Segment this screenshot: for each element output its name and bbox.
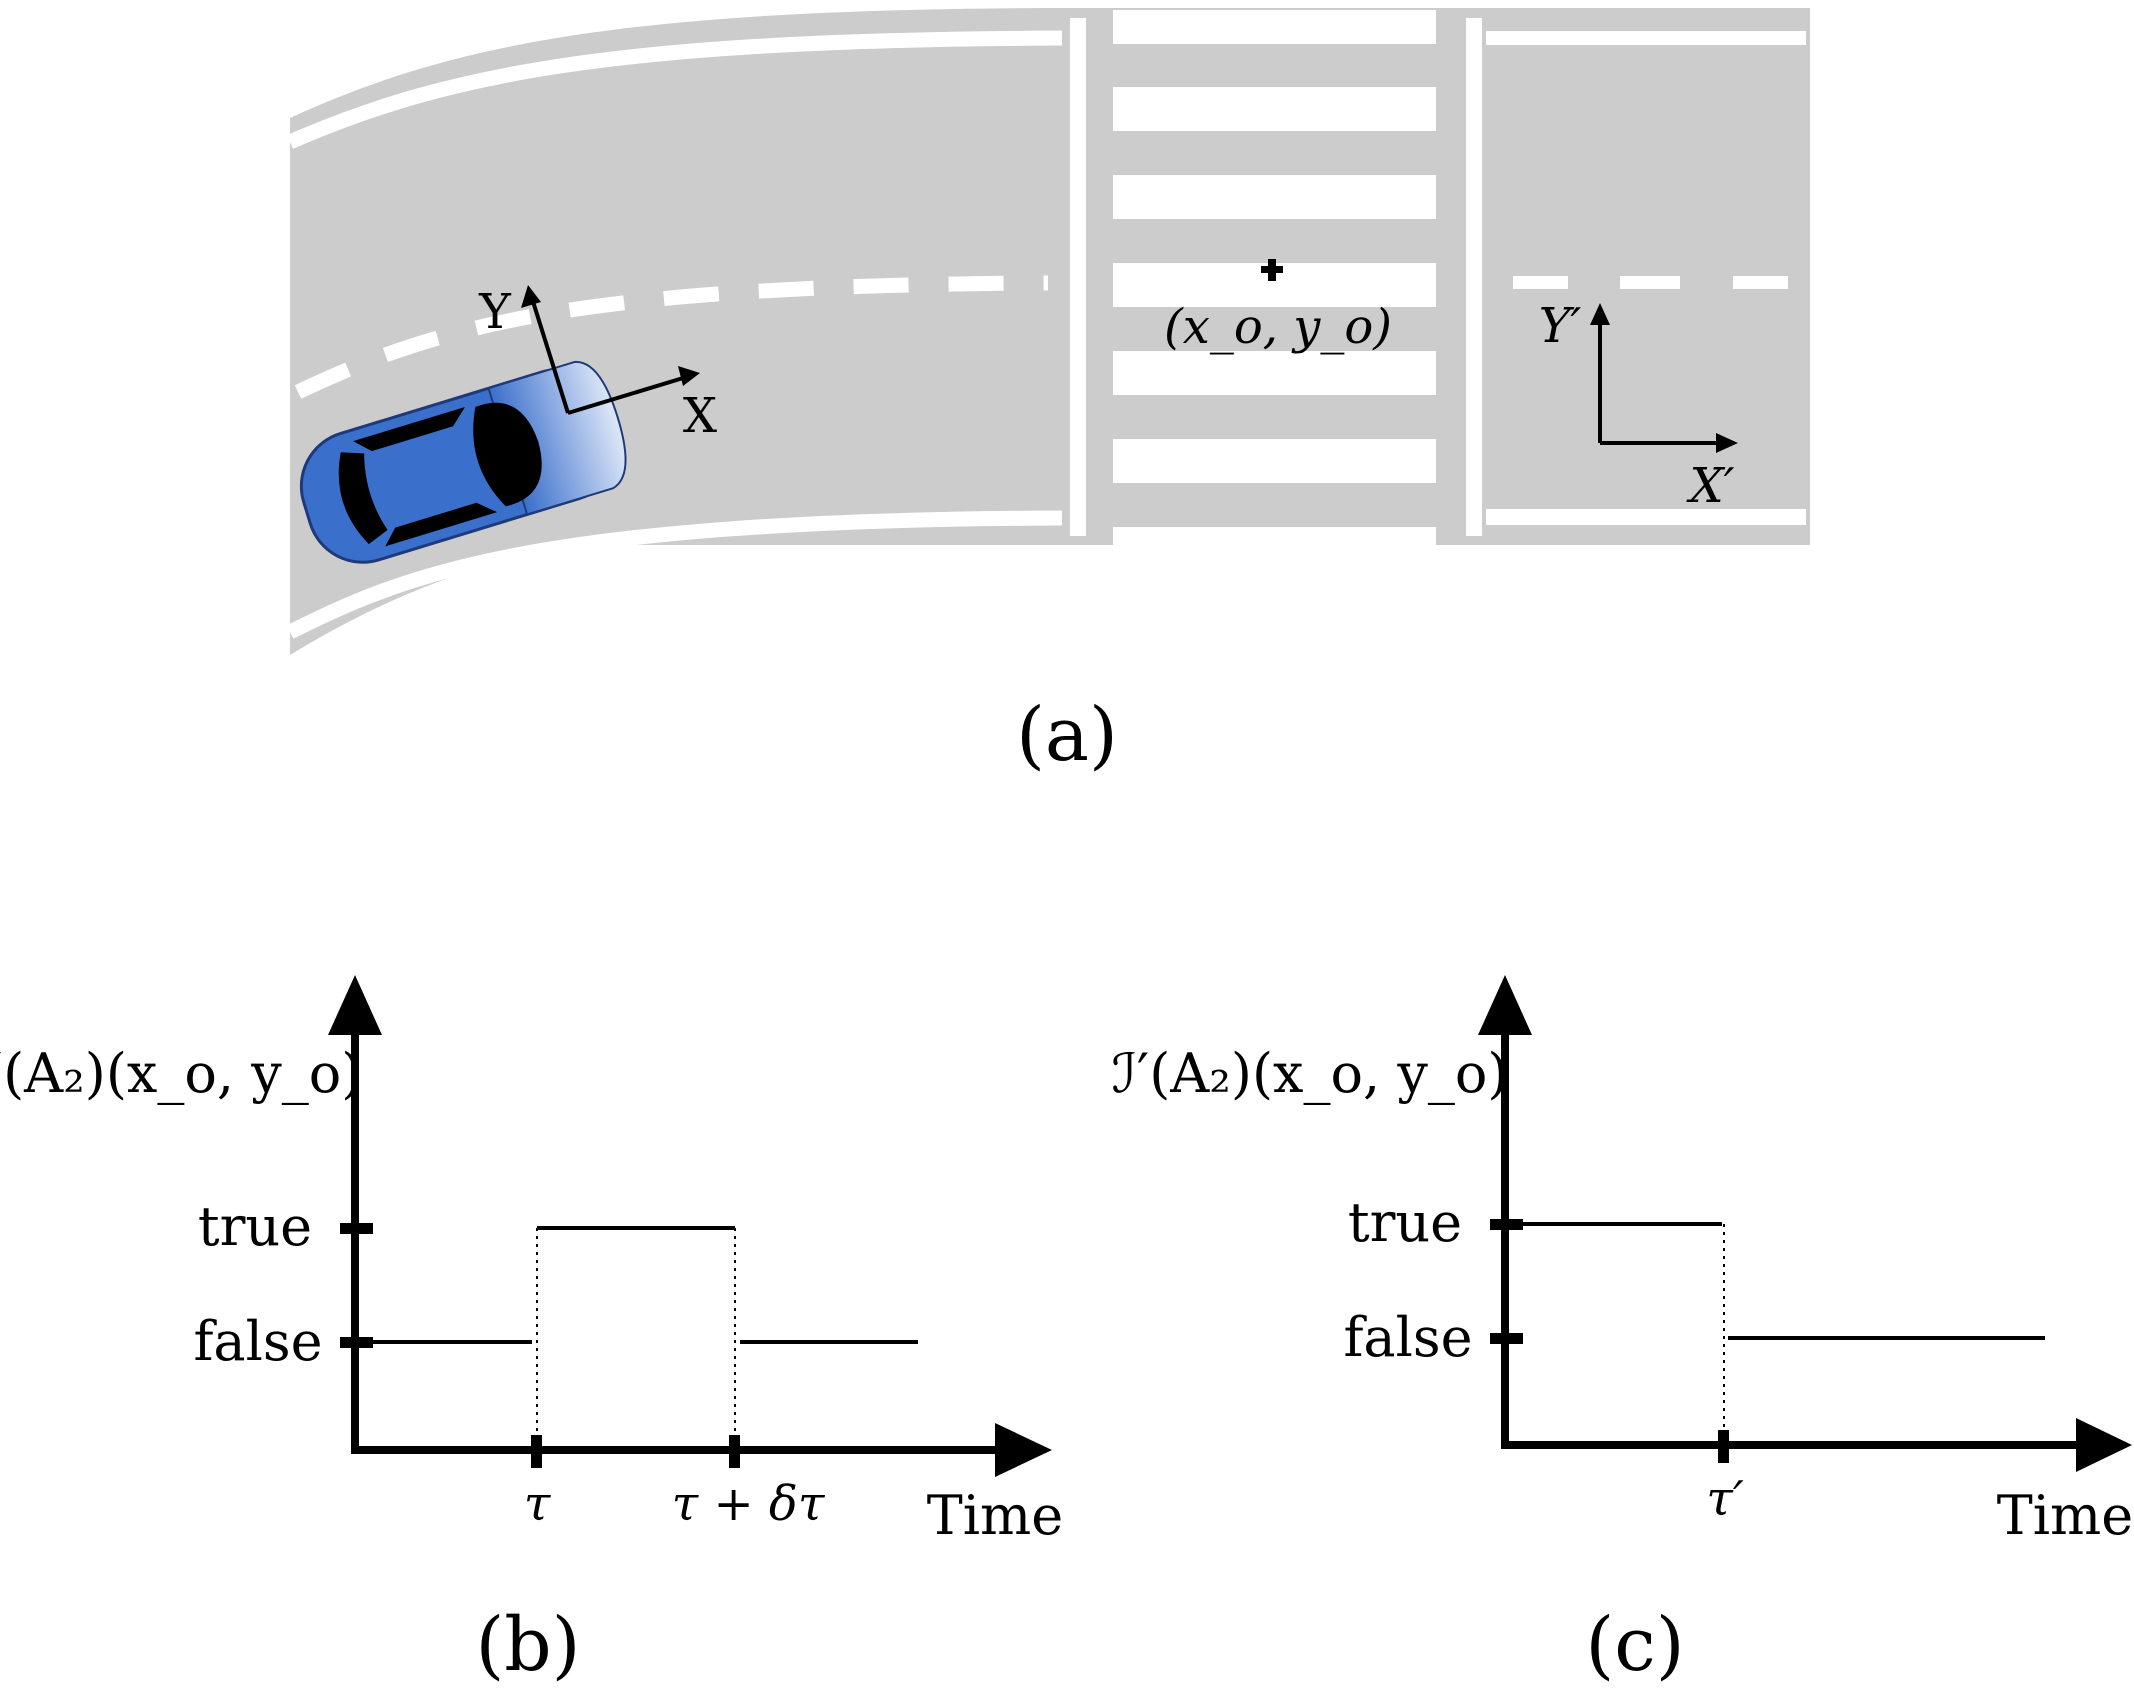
b-level-true: true: [198, 1195, 312, 1258]
b-level-false: false: [193, 1310, 322, 1373]
c-y-arrowhead: [1478, 975, 1532, 1035]
right-lane-dashes: [1513, 276, 1788, 289]
target-point-label: (x_o, y_o): [1164, 299, 1392, 355]
global-y-label: Y′: [1539, 298, 1582, 354]
b-dotted-guides: [536, 1228, 736, 1440]
b-tick-tau-delta: [729, 1435, 740, 1468]
crosswalk-stripes: [1113, 10, 1436, 545]
right-edge-top: [1486, 31, 1806, 45]
global-x-label: X′: [1685, 458, 1734, 514]
caption-a: (a): [1016, 692, 1118, 778]
b-y-arrowhead: [328, 975, 382, 1035]
c-tick-true: [1490, 1219, 1523, 1230]
c-x-axis-label: Time: [1997, 1484, 2133, 1547]
car-side-window-top: [353, 406, 465, 452]
lane-center-dashed: [294, 275, 1049, 399]
stop-line-right: [1466, 18, 1482, 536]
global-x-arrowhead: [1716, 433, 1738, 453]
b-y-axis-label: ℐ(A₂)(x_o, y_o): [0, 1042, 362, 1105]
c-tick-tau-prime: [1718, 1430, 1729, 1463]
road-edge-top: [286, 30, 1063, 149]
stop-line-left: [1070, 18, 1086, 536]
right-edge-bottom: [1486, 509, 1806, 525]
b-tick-label-tau: τ: [524, 1476, 552, 1532]
b-tick-false: [340, 1337, 373, 1348]
panel-a: (x_o, y_o) X Y X′ Y′ (a): [286, 8, 1810, 778]
b-x-arrowhead: [995, 1423, 1052, 1477]
vehicle-x-arrowhead: [678, 366, 700, 386]
c-level-true: true: [1348, 1191, 1462, 1254]
vehicle-y-arrowhead: [521, 285, 541, 308]
b-signal: [372, 1226, 918, 1344]
panel-b: ℐ(A₂)(x_o, y_o) Time true false τ τ + δτ…: [0, 975, 1063, 1688]
global-frame-axes: [1598, 320, 1720, 445]
c-level-false: false: [1343, 1306, 1472, 1369]
vehicle-x-label: X: [683, 388, 717, 444]
b-x-axis-label: Time: [927, 1484, 1063, 1547]
road-edge-bottom: [286, 510, 1063, 639]
b-tick-label-tau-delta: τ + δτ: [672, 1476, 826, 1532]
car: [299, 360, 627, 564]
car-side-window-bottom: [385, 502, 498, 547]
c-y-axis-label: ℐ′(A₂)(x_o, y_o): [1112, 1042, 1509, 1105]
car-windshield: [473, 402, 542, 507]
c-signal: [1522, 1222, 2045, 1340]
b-tick-true: [340, 1223, 373, 1234]
c-tick-false: [1490, 1333, 1523, 1344]
c-tick-label-tau-prime: τ′: [1706, 1471, 1744, 1527]
caption-c: (c): [1585, 1602, 1684, 1688]
vehicle-y-label: Y: [478, 284, 512, 340]
car-rear-window: [338, 452, 388, 545]
global-y-arrowhead: [1590, 303, 1610, 325]
b-tick-tau: [531, 1435, 542, 1468]
panel-c: ℐ′(A₂)(x_o, y_o) Time true false τ′ (c): [1112, 975, 2133, 1688]
caption-b: (b): [475, 1602, 580, 1688]
target-point-marker: [1261, 259, 1283, 281]
c-x-arrowhead: [2076, 1418, 2132, 1472]
vehicle-frame-axes: [528, 291, 694, 415]
